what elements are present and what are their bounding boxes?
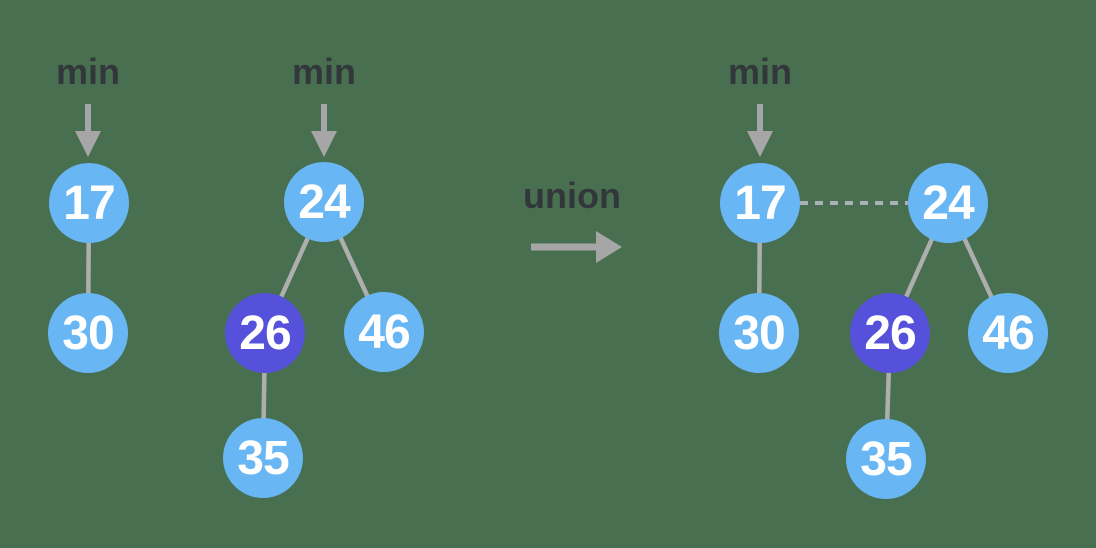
result-node-35: 35 [846,419,926,499]
heap1-node-17: 17 [49,163,129,243]
heap1-min-label: min [55,51,120,92]
union-arrow-icon [531,231,622,263]
heap2-node-26: 26 [225,293,305,373]
result-node-17: 17 [720,163,800,243]
min-arrow-icon [747,104,773,157]
result-node-26: 26 [850,293,930,373]
heap2-node-35: 35 [223,418,303,498]
result-node-46: 46 [968,293,1048,373]
result-node-30: 30 [719,293,799,373]
result-min-label: min [727,51,792,92]
result-node-24: 24 [908,163,988,243]
heap1-node-30: 30 [48,293,128,373]
heap2-node-46: 46 [344,292,424,372]
union-operation-label: union [523,175,621,216]
min-arrow-icon [311,104,337,157]
heap2-node-24: 24 [284,162,364,242]
min-arrow-icon [75,104,101,157]
heap2-min-label: min [291,51,356,92]
